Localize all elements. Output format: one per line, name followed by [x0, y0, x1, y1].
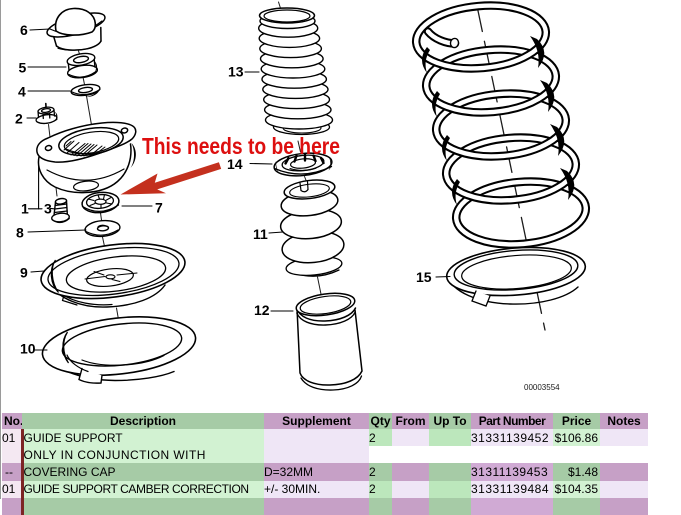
svg-text:2: 2: [15, 111, 23, 127]
svg-text:6: 6: [20, 22, 28, 38]
svg-text:11: 11: [253, 226, 268, 242]
svg-text:00003554: 00003554: [524, 383, 560, 392]
svg-text:8: 8: [16, 225, 24, 241]
svg-text:4: 4: [18, 84, 26, 100]
svg-text:13: 13: [228, 64, 244, 80]
svg-text:9: 9: [20, 265, 28, 281]
svg-text:3: 3: [44, 201, 52, 217]
svg-text:5: 5: [19, 60, 27, 76]
svg-text:15: 15: [416, 269, 432, 285]
svg-text:This needs to be here: This needs to be here: [142, 133, 340, 159]
svg-text:7: 7: [155, 200, 163, 216]
svg-text:1: 1: [21, 201, 29, 217]
svg-text:10: 10: [20, 341, 36, 357]
svg-text:12: 12: [254, 302, 270, 318]
